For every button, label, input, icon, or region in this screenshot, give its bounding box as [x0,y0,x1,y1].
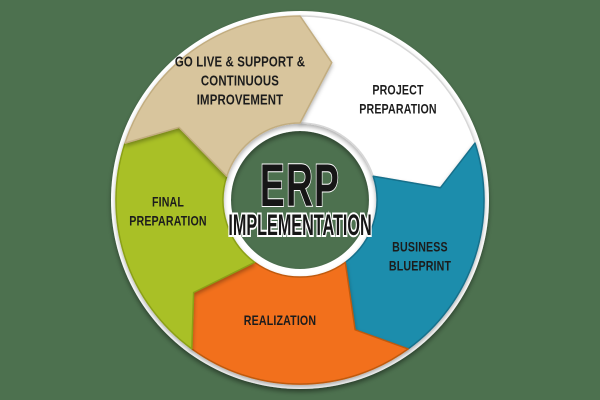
center-title: ERP [260,152,340,219]
segment-final-preparation [115,126,256,350]
segment-business-blueprint [344,142,485,350]
segment-realization [191,261,409,385]
segment-project-preparation [299,15,476,189]
center-text: ERP IMPLEMENTATION [227,151,373,244]
segment-go-live-support [124,15,333,177]
segments-group [115,15,485,385]
center-subtitle: IMPLEMENTATION [228,209,371,243]
